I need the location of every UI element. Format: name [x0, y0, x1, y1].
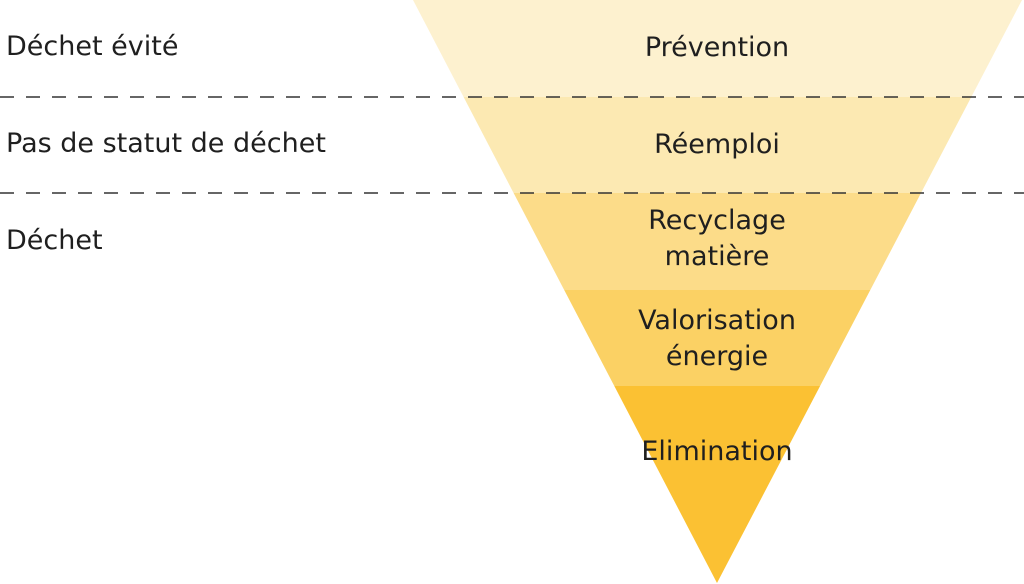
tier-band-prevention: [413, 0, 1022, 97]
tier-label-valorisation-energie: Valorisation énergie: [567, 303, 867, 375]
inverted-pyramid: [413, 0, 1022, 583]
tier-label-line: Réemploi: [654, 129, 780, 160]
tier-label-line: matière: [664, 241, 770, 272]
tier-band-valorisation: [564, 290, 871, 386]
tier-label-line: Elimination: [641, 436, 793, 467]
tier-band-recyclage: [513, 193, 921, 290]
tier-label-line: Recyclage: [648, 205, 786, 236]
tier-band-elimination: [614, 386, 821, 583]
status-label-dechet-evite: Déchet évité: [6, 31, 179, 62]
tier-label-elimination: Elimination: [567, 434, 867, 470]
tier-label-prevention: Prévention: [567, 30, 867, 66]
tier-label-reemploi: Réemploi: [567, 127, 867, 163]
tier-label-line: énergie: [665, 341, 769, 372]
tier-label-line: Valorisation: [638, 305, 796, 336]
status-label-pas-de-statut: Pas de statut de déchet: [6, 128, 326, 159]
tier-label-recyclage-matiere: Recyclage matière: [567, 203, 867, 275]
tier-band-reemploi: [463, 97, 972, 193]
status-label-dechet: Déchet: [6, 225, 103, 256]
tier-label-line: Prévention: [644, 32, 790, 63]
